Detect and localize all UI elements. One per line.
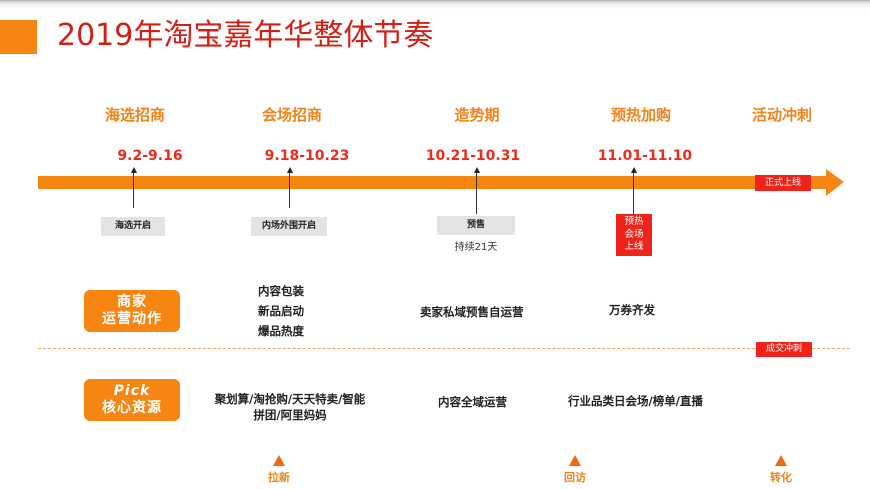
milestone-tag-venue-open: 内场外围开启 — [251, 217, 327, 236]
resource-line: 拼团/阿里妈妈 — [253, 408, 327, 422]
pointer-line — [133, 172, 134, 208]
merchant-item-content-packaging: 内容包装 — [258, 284, 304, 298]
title-accent-block — [0, 20, 37, 54]
page-title: 2019年淘宝嘉年华整体节奏 — [57, 18, 434, 53]
core-resources-badge: Pick 核心资源 — [84, 379, 180, 421]
milestone-tag-audition-open: 海选开启 — [101, 217, 165, 236]
goal-label: 回访 — [564, 471, 586, 484]
triangle-up-icon — [273, 455, 285, 466]
milestone-tag-preheat-venue: 预热 会场 上线 — [616, 214, 652, 256]
resource-line: 聚划算/淘抢购/天天特卖/智能 — [214, 392, 366, 406]
phase-date-buildup: 10.21-10.31 — [425, 148, 521, 164]
merchant-actions-badge: 商家 运营动作 — [84, 290, 180, 332]
dashed-divider — [38, 348, 850, 349]
badge-line: 核心资源 — [102, 400, 162, 416]
goal-acquire: 拉新 — [259, 455, 299, 485]
resource-item-platforms: 聚划算/淘抢购/天天特卖/智能 拼团/阿里妈妈 — [204, 391, 376, 423]
phase-label-audition: 海选招商 — [104, 106, 165, 124]
badge-line: 运营动作 — [102, 311, 162, 327]
milestone-tag-presale: 预售 — [437, 216, 515, 235]
pointer-arrow-icon — [474, 167, 480, 173]
goal-label: 转化 — [770, 471, 792, 484]
pointer-line — [633, 172, 634, 214]
resource-item-content-ops: 内容全域运营 — [438, 395, 507, 409]
timeline-arrow-head-icon — [826, 169, 844, 196]
pointer-arrow-icon — [131, 167, 137, 173]
presale-duration-note: 持续21天 — [454, 242, 498, 253]
phase-date-preheat: 11.01-11.10 — [597, 148, 693, 164]
goal-convert: 转化 — [761, 455, 801, 485]
merchant-item-new-product: 新品启动 — [258, 304, 304, 318]
merchant-item-private-presale: 卖家私域预售自运营 — [420, 305, 524, 319]
badge-line: Pick — [113, 383, 151, 399]
pointer-line — [289, 172, 290, 208]
phase-label-preheat: 预热加购 — [610, 106, 671, 124]
goal-label: 拉新 — [268, 471, 290, 484]
deal-sprint-tag: 成交冲刺 — [756, 342, 812, 357]
phase-date-venue-recruit: 9.18-10.23 — [264, 148, 350, 164]
merchant-item-coupons: 万券齐发 — [609, 303, 655, 317]
timeline-bar — [38, 176, 828, 189]
phase-date-audition: 9.2-9.16 — [117, 148, 183, 164]
phase-label-sprint: 活动冲刺 — [751, 106, 812, 124]
pointer-arrow-icon — [631, 167, 637, 173]
phase-label-venue-recruit: 会场招商 — [261, 106, 322, 124]
triangle-up-icon — [569, 455, 581, 466]
goal-revisit: 回访 — [555, 455, 595, 485]
resource-item-category-day: 行业品类日会场/榜单/直播 — [568, 394, 703, 408]
triangle-up-icon — [775, 455, 787, 466]
window-top-shadow — [0, 0, 870, 10]
badge-line: 商家 — [117, 294, 147, 310]
pointer-line — [476, 172, 477, 214]
pointer-arrow-icon — [287, 167, 293, 173]
phase-label-buildup: 造势期 — [454, 106, 500, 124]
launch-tag: 正式上线 — [755, 175, 811, 191]
merchant-item-hot-product: 爆品热度 — [258, 324, 304, 338]
